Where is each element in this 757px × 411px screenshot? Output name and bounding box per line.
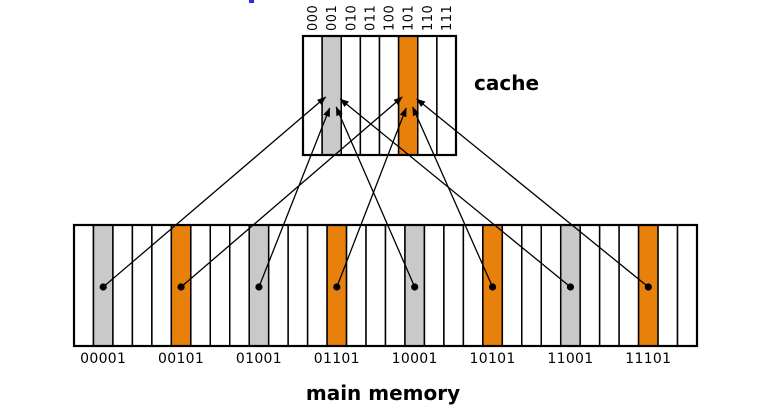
mapping-arrow-10101-to-101 — [412, 106, 494, 288]
memory-address-label-01101: 01101 — [314, 351, 360, 367]
cache-line-label-110: 110 — [421, 5, 436, 31]
cache-line-label-111: 111 — [440, 5, 455, 31]
memory-address-label-01001: 01001 — [236, 351, 282, 367]
memory-dot-10001 — [411, 283, 419, 291]
memory-dot-01101 — [333, 283, 341, 291]
mapping-arrow-11001-to-001 — [339, 98, 571, 288]
main-memory-title: main memory — [306, 381, 460, 405]
cache-line-label-010: 010 — [344, 5, 359, 31]
mapping-arrow-01001-to-001 — [258, 107, 331, 288]
mapping-arrow-10001-to-001 — [335, 106, 416, 288]
memory-address-label-00001: 00001 — [80, 351, 126, 367]
memory-address-label-00101: 00101 — [158, 351, 204, 367]
cache-line-labels: 000 001 010 011 100 101 110 111 — [306, 5, 455, 31]
cache-cell-010 — [340, 35, 362, 156]
memory-block-6 — [190, 224, 212, 347]
main-memory-outline — [72, 223, 699, 348]
memory-block-3 — [131, 224, 153, 347]
cache-cell-110 — [417, 35, 438, 156]
mapping-arrow-00101-to-101 — [180, 96, 403, 288]
cache-cell-001 — [321, 35, 342, 156]
memory-block-0 — [73, 224, 95, 347]
memory-block-30 — [657, 224, 679, 347]
cache-cell-111 — [436, 35, 457, 156]
memory-block-24 — [540, 224, 562, 347]
memory-dot-01001 — [255, 283, 263, 291]
main-memory-box — [72, 223, 699, 348]
memory-dot-00001 — [99, 283, 107, 291]
cache-line-label-001: 001 — [325, 5, 340, 31]
cache-cell-100 — [378, 35, 400, 156]
memory-dot-00101 — [177, 283, 185, 291]
memory-block-19 — [443, 224, 465, 347]
memory-address-label-11101: 11101 — [625, 351, 671, 367]
mapping-arrows — [99, 96, 652, 291]
memory-block-26 — [579, 224, 601, 347]
cache-line-label-101: 101 — [402, 5, 417, 31]
memory-address-label-10001: 10001 — [392, 351, 438, 367]
memory-block-11 — [287, 224, 309, 347]
memory-block-7 — [209, 224, 231, 347]
cache-line-label-000: 000 — [306, 5, 321, 31]
cache-outline — [301, 34, 458, 157]
cache-cell-101 — [397, 35, 419, 156]
cache-title: cache — [474, 71, 539, 95]
memory-dot-11001 — [566, 283, 575, 291]
mapping-arrow-01101-to-101 — [336, 107, 407, 288]
memory-dot-11101 — [644, 283, 652, 291]
cache-line-label-100: 100 — [383, 5, 398, 31]
mapping-arrow-00001-to-001 — [102, 96, 327, 288]
memory-block-28 — [618, 224, 640, 347]
cache-cell-011 — [359, 35, 381, 156]
memory-block-31 — [676, 224, 698, 347]
mapping-arrow-11101-to-101 — [416, 98, 649, 288]
cache-box — [301, 34, 458, 157]
memory-block-15 — [365, 224, 387, 347]
memory-dot-10101 — [488, 283, 497, 291]
cache-line-label-011: 011 — [363, 5, 378, 31]
memory-block-18 — [423, 224, 445, 347]
memory-block-12 — [306, 224, 328, 347]
memory-block-22 — [501, 224, 523, 347]
memory-block-2 — [112, 224, 134, 347]
memory-block-14 — [345, 224, 367, 347]
memory-address-label-10101: 10101 — [470, 351, 516, 367]
memory-block-27 — [598, 224, 620, 347]
memory-address-label-11001: 11001 — [547, 351, 593, 367]
memory-block-10 — [267, 224, 289, 347]
top-edge-artifact — [249, 0, 254, 3]
memory-block-23 — [521, 224, 542, 347]
memory-address-labels: 00001 00101 01001 01101 10001 10101 11001 11101 — [80, 351, 671, 367]
cache-cell-000 — [302, 35, 323, 156]
